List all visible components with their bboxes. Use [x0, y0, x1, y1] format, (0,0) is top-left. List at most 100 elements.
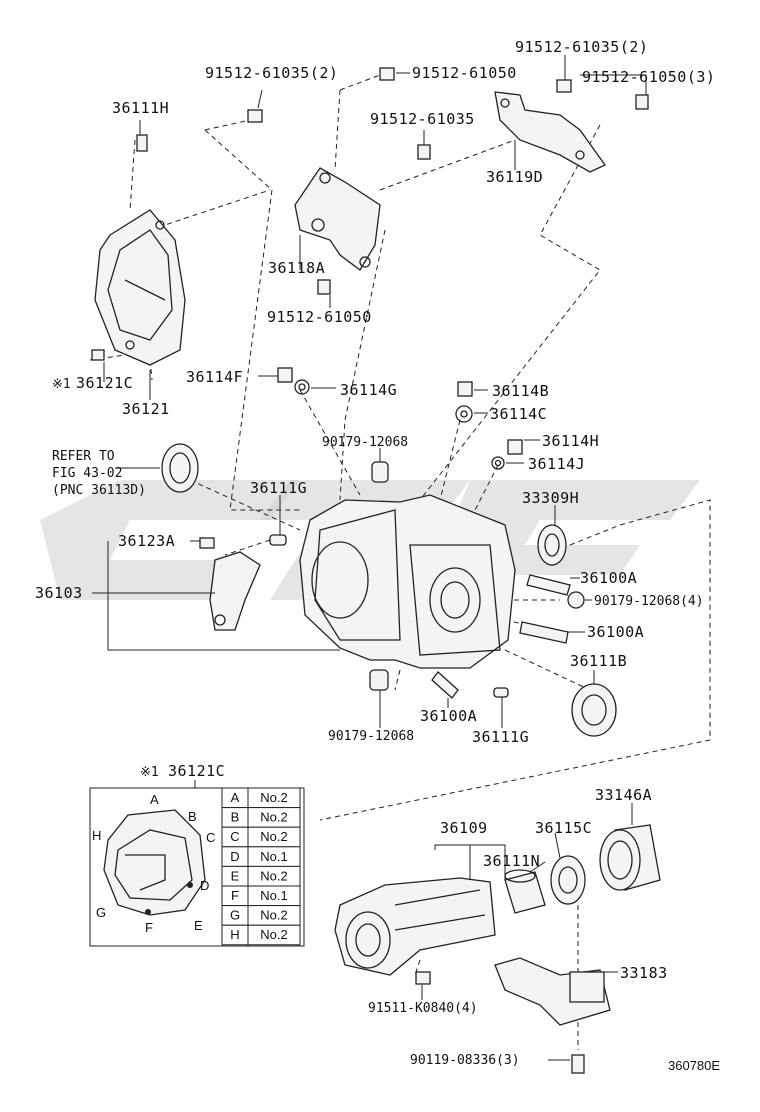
label-36111G-top: 36111G	[250, 479, 307, 497]
inset-letter-H: H	[92, 828, 101, 843]
stud-36100A-a	[526, 574, 571, 596]
inset-table-pos: H	[230, 927, 239, 942]
inset-letter-D: D	[200, 878, 209, 893]
inset-cover-sketch	[103, 809, 206, 916]
inset-letter-B: B	[188, 809, 197, 824]
label-36121C: 36121C	[76, 374, 133, 392]
label-91512-61050-a: 91512-61050	[412, 64, 517, 82]
inset-table-pos: D	[230, 849, 239, 864]
pin-36111G-bottom	[493, 687, 509, 698]
label-36114H: 36114H	[542, 432, 599, 450]
label-90119-08336-3: 90119-08336(3)	[410, 1053, 520, 1068]
bracket-36103-side	[209, 551, 261, 631]
label-36114G: 36114G	[340, 381, 397, 399]
bracket-36119D	[494, 91, 606, 173]
inset-letter-E: E	[194, 918, 203, 933]
stud-36100A-b	[519, 621, 569, 644]
label-91512-61035-2b: 91512-61035(2)	[515, 38, 648, 56]
extension-housing-36109	[334, 877, 496, 976]
leader-lines	[92, 55, 647, 1061]
inset-letter-G: G	[96, 905, 106, 920]
label-refer-fig: FIG 43-02	[52, 466, 122, 481]
label-33183: 33183	[620, 964, 668, 982]
label-91511-K0840-4: 91511-K0840(4)	[368, 1001, 478, 1016]
inset-title: 36121C	[168, 762, 225, 780]
label-90179-12068-bottom: 90179-12068	[328, 729, 414, 744]
label-36111B: 36111B	[570, 652, 627, 670]
label-36103: 36103	[35, 584, 83, 602]
inset-table-type-cell	[247, 924, 301, 946]
inset-table-type: No.2	[260, 927, 287, 942]
bolt-36111H	[136, 134, 148, 152]
pin-36111G-top	[269, 534, 287, 546]
inset-table-type: No.2	[260, 829, 287, 844]
bolt-91512-61050-b	[317, 279, 331, 295]
bolt-91512-61035-2b	[556, 79, 572, 93]
label-33309H: 33309H	[522, 489, 579, 507]
label-36114F: 36114F	[186, 368, 243, 386]
inset-table-pos: E	[231, 868, 240, 883]
label-33146A: 33146A	[595, 786, 652, 804]
plug-36114H	[507, 439, 523, 455]
label-91512-61035: 91512-61035	[370, 110, 475, 128]
label-90179-12068-top: 90179-12068	[322, 435, 408, 450]
inset-note-mark: ※1	[140, 765, 159, 780]
label-36100A-b: 36100A	[587, 623, 644, 641]
inset-table-pos: B	[231, 810, 240, 825]
mount-33183	[494, 957, 611, 1026]
inset-table-pos: A	[231, 790, 240, 805]
bolt-36123A	[199, 537, 215, 549]
oil-seal-36111B	[571, 683, 617, 737]
inset-letter-A: A	[150, 792, 159, 807]
bolt-36121C	[91, 349, 105, 361]
label-91512-61050-b: 91512-61050	[267, 308, 372, 326]
stud-36100A-c	[431, 671, 459, 699]
inset-letter-C: C	[206, 830, 215, 845]
label-36118A: 36118A	[268, 259, 325, 277]
gasket-36114C	[455, 405, 473, 423]
inset-table-type: No.1	[260, 849, 287, 864]
label-36121: 36121	[122, 400, 170, 418]
gasket-36114J	[491, 456, 505, 470]
inset-table-pos: C	[230, 829, 239, 844]
inset-table-type: No.2	[260, 790, 287, 805]
transfer-case-36103	[299, 494, 516, 669]
label-90179-12068-4: 90179-12068(4)	[594, 594, 704, 609]
bolt-91512-61035-2a	[247, 109, 263, 123]
label-36111H: 36111H	[112, 99, 169, 117]
label-36114J: 36114J	[528, 455, 585, 473]
plug-36114B	[457, 381, 473, 397]
inset-table-type: No.2	[260, 908, 287, 923]
label-refer-to: REFER TO	[52, 449, 115, 464]
bolt-91512-61050-a	[379, 67, 395, 81]
gasket-36114G	[294, 379, 310, 395]
label-36119D: 36119D	[486, 168, 543, 186]
oil-seal-33309H	[537, 524, 567, 566]
bushing-36111N	[504, 869, 546, 914]
inset-table-type: No.2	[260, 868, 287, 883]
figure-code: 360780E	[668, 1058, 720, 1073]
inset-letter-F: F	[145, 920, 153, 935]
bolt-91512-61035	[417, 144, 431, 160]
deflector-33146A	[599, 824, 661, 891]
label-36115C: 36115C	[535, 819, 592, 837]
seal-36115C	[550, 855, 586, 905]
label-36114B: 36114B	[492, 382, 549, 400]
bolt-91511-K0840	[415, 971, 431, 985]
cover-36121	[94, 209, 186, 366]
plug-36114F	[277, 367, 293, 383]
label-91512-61035-2a: 91512-61035(2)	[205, 64, 338, 82]
pin-90179-12068-bottom	[369, 669, 389, 691]
label-refer-pnc: (PNC 36113D)	[52, 483, 146, 498]
bolt-91512-61050-3	[635, 94, 649, 110]
nut-90179-12068-4	[567, 591, 585, 609]
inset-table-type: No.1	[260, 888, 287, 903]
part-labels: 91512-61035(2) 91512-61050 91512-61035(2…	[35, 38, 720, 1073]
label-91512-61050-3: 91512-61050(3)	[582, 68, 715, 86]
note-mark-1: ※1	[52, 377, 71, 392]
inset-table-pos: F	[231, 888, 239, 903]
pin-90179-12068-top	[371, 461, 389, 483]
